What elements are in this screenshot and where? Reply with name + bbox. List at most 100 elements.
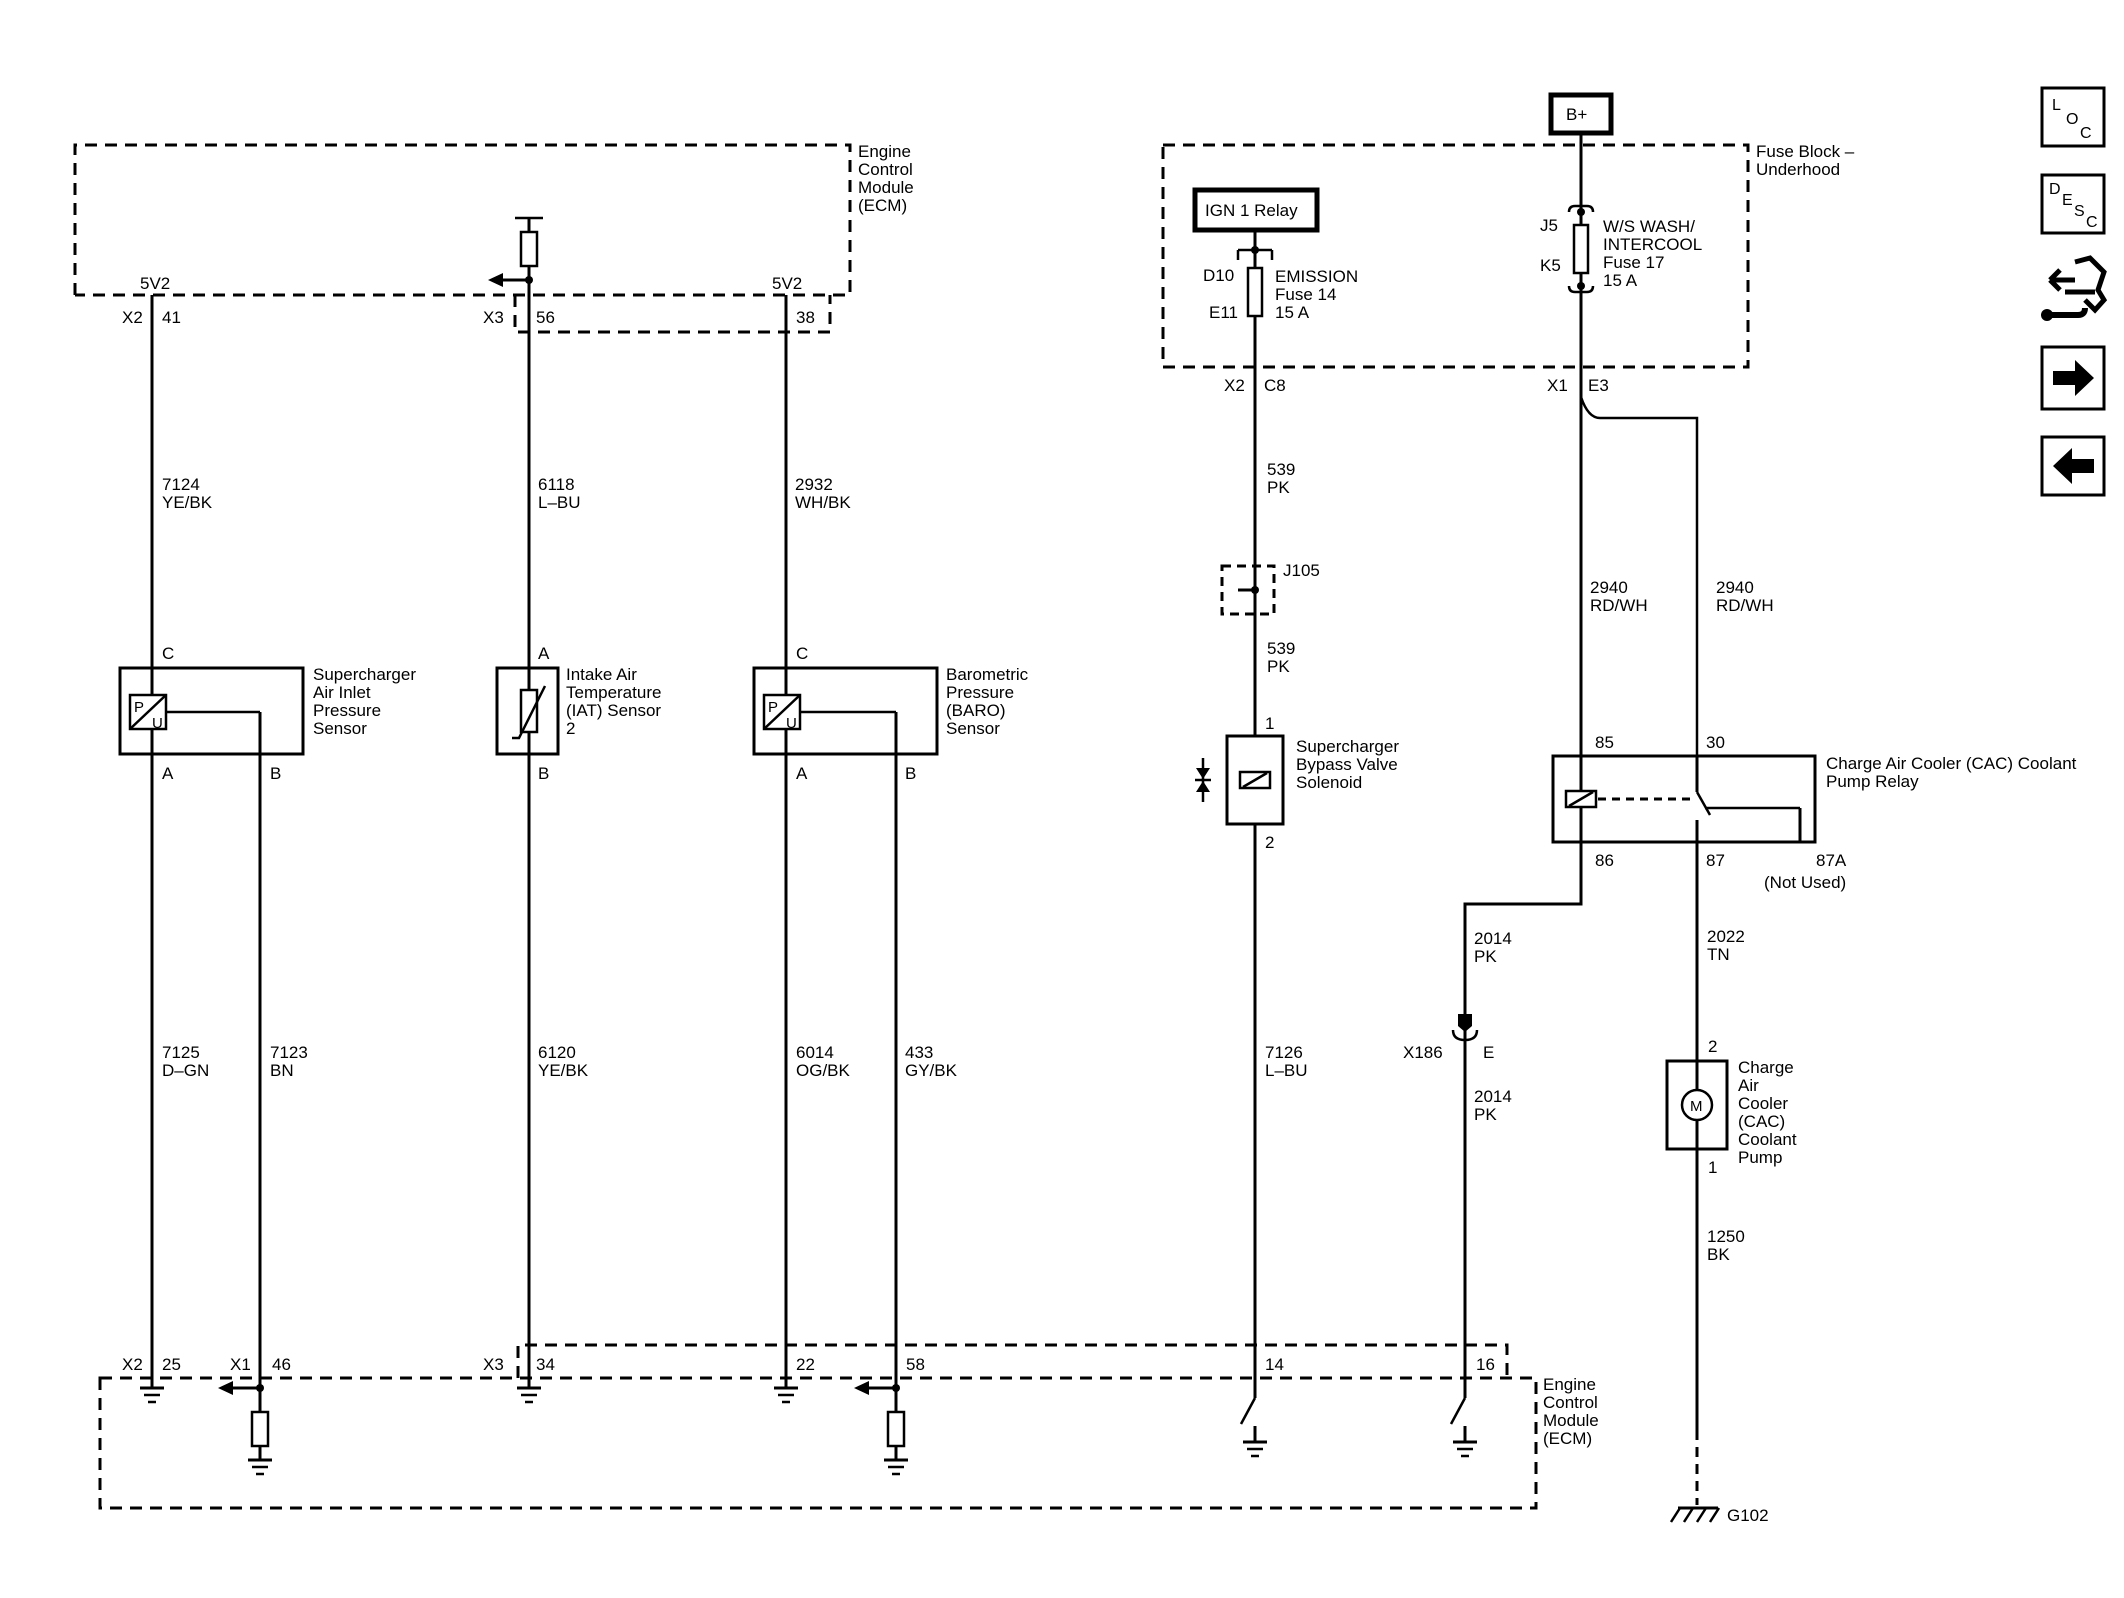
svg-text:(Not Used): (Not Used) bbox=[1764, 873, 1846, 892]
svg-text:G102: G102 bbox=[1727, 1506, 1769, 1525]
svg-text:W/S WASH/: W/S WASH/ bbox=[1603, 217, 1695, 236]
wire-7124-circuit: 7124 YE/BK bbox=[150, 295, 213, 668]
svg-text:6014: 6014 bbox=[796, 1043, 834, 1062]
cac-coolant-pump: M 2 1 Charge Air Cooler (CAC) Coolant Pu… bbox=[1665, 1037, 1797, 1177]
svg-text:7126: 7126 bbox=[1265, 1043, 1303, 1062]
svg-text:2: 2 bbox=[1265, 833, 1274, 852]
svg-text:Bypass Valve: Bypass Valve bbox=[1296, 755, 1398, 774]
svg-text:2014: 2014 bbox=[1474, 929, 1512, 948]
svg-text:Module: Module bbox=[858, 178, 914, 197]
desc-button[interactable]: D E S C bbox=[2040, 173, 2106, 235]
ecm-pin-16: 16 bbox=[1449, 1345, 1495, 1458]
svg-text:2940: 2940 bbox=[1590, 578, 1628, 597]
svg-text:X2: X2 bbox=[122, 1355, 143, 1374]
ground-g102: G102 bbox=[1669, 1506, 1769, 1525]
svg-text:(ECM): (ECM) bbox=[1543, 1429, 1592, 1448]
svg-text:X1: X1 bbox=[1547, 376, 1568, 395]
svg-text:433: 433 bbox=[905, 1043, 933, 1062]
svg-text:U: U bbox=[786, 715, 797, 732]
svg-text:30: 30 bbox=[1706, 733, 1725, 752]
wire-2014-circuit: 2014 PK 2014 PK bbox=[1463, 842, 1583, 1345]
svg-text:D: D bbox=[2049, 181, 2061, 198]
svg-text:7124: 7124 bbox=[162, 475, 200, 494]
svg-text:Barometric: Barometric bbox=[946, 665, 1029, 684]
svg-text:L: L bbox=[2052, 97, 2061, 114]
svg-text:X3: X3 bbox=[483, 1355, 504, 1374]
svg-text:PK: PK bbox=[1267, 657, 1290, 676]
svg-text:O: O bbox=[2066, 111, 2078, 128]
svg-text:15 A: 15 A bbox=[1603, 271, 1638, 290]
next-button[interactable] bbox=[2040, 345, 2106, 411]
svg-text:25: 25 bbox=[162, 1355, 181, 1374]
connector-tool-icon bbox=[2041, 255, 2108, 321]
svg-text:PK: PK bbox=[1267, 478, 1290, 497]
svg-text:41: 41 bbox=[162, 308, 181, 327]
ecm-bottom-module: Engine Control Module (ECM) bbox=[98, 1343, 1599, 1510]
svg-text:Solenoid: Solenoid bbox=[1296, 773, 1362, 792]
svg-text:BN: BN bbox=[270, 1061, 294, 1080]
svg-text:PK: PK bbox=[1474, 947, 1497, 966]
svg-text:15 A: 15 A bbox=[1275, 303, 1310, 322]
svg-text:B+: B+ bbox=[1566, 105, 1587, 124]
svg-text:Control: Control bbox=[858, 160, 913, 179]
svg-text:INTERCOOL: INTERCOOL bbox=[1603, 235, 1702, 254]
svg-text:J5: J5 bbox=[1540, 216, 1558, 235]
battery-positive-label: B+ bbox=[1548, 92, 1614, 136]
ecm-top-module: Engine Control Module (ECM) bbox=[73, 142, 914, 334]
svg-text:P: P bbox=[134, 699, 144, 716]
svg-text:34: 34 bbox=[536, 1355, 555, 1374]
intake-air-temperature-sensor-2: A B Intake Air Temperature (IAT) Sensor … bbox=[495, 644, 661, 783]
svg-text:16: 16 bbox=[1476, 1355, 1495, 1374]
svg-text:Underhood: Underhood bbox=[1756, 160, 1840, 179]
svg-text:Pressure: Pressure bbox=[313, 701, 381, 720]
cac-coolant-pump-relay: 85 30 86 87 87A (Not Used) Charge Air Co… bbox=[1551, 733, 2077, 892]
splice-j105: J105 bbox=[1220, 561, 1320, 616]
svg-text:539: 539 bbox=[1267, 460, 1295, 479]
svg-text:Fuse Block –: Fuse Block – bbox=[1756, 142, 1855, 161]
svg-text:X3: X3 bbox=[483, 308, 504, 327]
svg-text:(BARO): (BARO) bbox=[946, 701, 1006, 720]
svg-text:X2: X2 bbox=[1224, 376, 1245, 395]
svg-text:Coolant: Coolant bbox=[1738, 1130, 1797, 1149]
svg-text:5V2: 5V2 bbox=[772, 274, 802, 293]
svg-text:2014: 2014 bbox=[1474, 1087, 1512, 1106]
svg-text:E3: E3 bbox=[1588, 376, 1609, 395]
svg-text:2022: 2022 bbox=[1707, 927, 1745, 946]
svg-text:YE/BK: YE/BK bbox=[162, 493, 213, 512]
ws-wash-intercool-fuse-17: J5 K5 W/S WASH/ INTERCOOL Fuse 17 15 A bbox=[1540, 133, 1702, 380]
svg-text:TN: TN bbox=[1707, 945, 1730, 964]
svg-text:C8: C8 bbox=[1264, 376, 1286, 395]
svg-text:PK: PK bbox=[1474, 1105, 1497, 1124]
wire-2022-circuit: 2022 TN bbox=[1695, 842, 1745, 1061]
loc-button[interactable]: L O C bbox=[2040, 86, 2106, 148]
wire-7123-circuit: 7123 BN bbox=[258, 754, 308, 1388]
svg-text:Intake Air: Intake Air bbox=[566, 665, 637, 684]
fuse-block-underhood: Fuse Block – Underhood bbox=[1161, 142, 1855, 369]
svg-text:C: C bbox=[796, 644, 808, 663]
svg-text:A: A bbox=[538, 644, 550, 663]
previous-arrow-icon bbox=[2053, 448, 2094, 484]
svg-text:38: 38 bbox=[796, 308, 815, 327]
svg-text:Sensor: Sensor bbox=[313, 719, 367, 738]
svg-text:Engine: Engine bbox=[858, 142, 911, 161]
svg-text:X2: X2 bbox=[122, 308, 143, 327]
loc-icon: L O C bbox=[2052, 97, 2092, 142]
wire-7126-circuit: 7126 L–BU bbox=[1265, 1043, 1308, 1080]
svg-text:E: E bbox=[1483, 1043, 1494, 1062]
connector-tool-button[interactable] bbox=[2041, 255, 2108, 321]
svg-text:539: 539 bbox=[1267, 639, 1295, 658]
svg-text:Pump Relay: Pump Relay bbox=[1826, 772, 1919, 791]
svg-text:(ECM): (ECM) bbox=[858, 196, 907, 215]
ecm-pin-25: X2 25 bbox=[122, 1355, 181, 1404]
svg-text:YE/BK: YE/BK bbox=[538, 1061, 589, 1080]
previous-button[interactable] bbox=[2040, 435, 2106, 497]
svg-text:1: 1 bbox=[1708, 1158, 1717, 1177]
svg-text:(IAT) Sensor: (IAT) Sensor bbox=[566, 701, 661, 720]
ecm-pin-22: 22 bbox=[774, 1355, 815, 1404]
iat-pullup-resistor bbox=[488, 216, 543, 287]
svg-text:Fuse 17: Fuse 17 bbox=[1603, 253, 1664, 272]
svg-text:Fuse 14: Fuse 14 bbox=[1275, 285, 1336, 304]
svg-text:1: 1 bbox=[1265, 714, 1274, 733]
svg-text:Cooler: Cooler bbox=[1738, 1094, 1788, 1113]
